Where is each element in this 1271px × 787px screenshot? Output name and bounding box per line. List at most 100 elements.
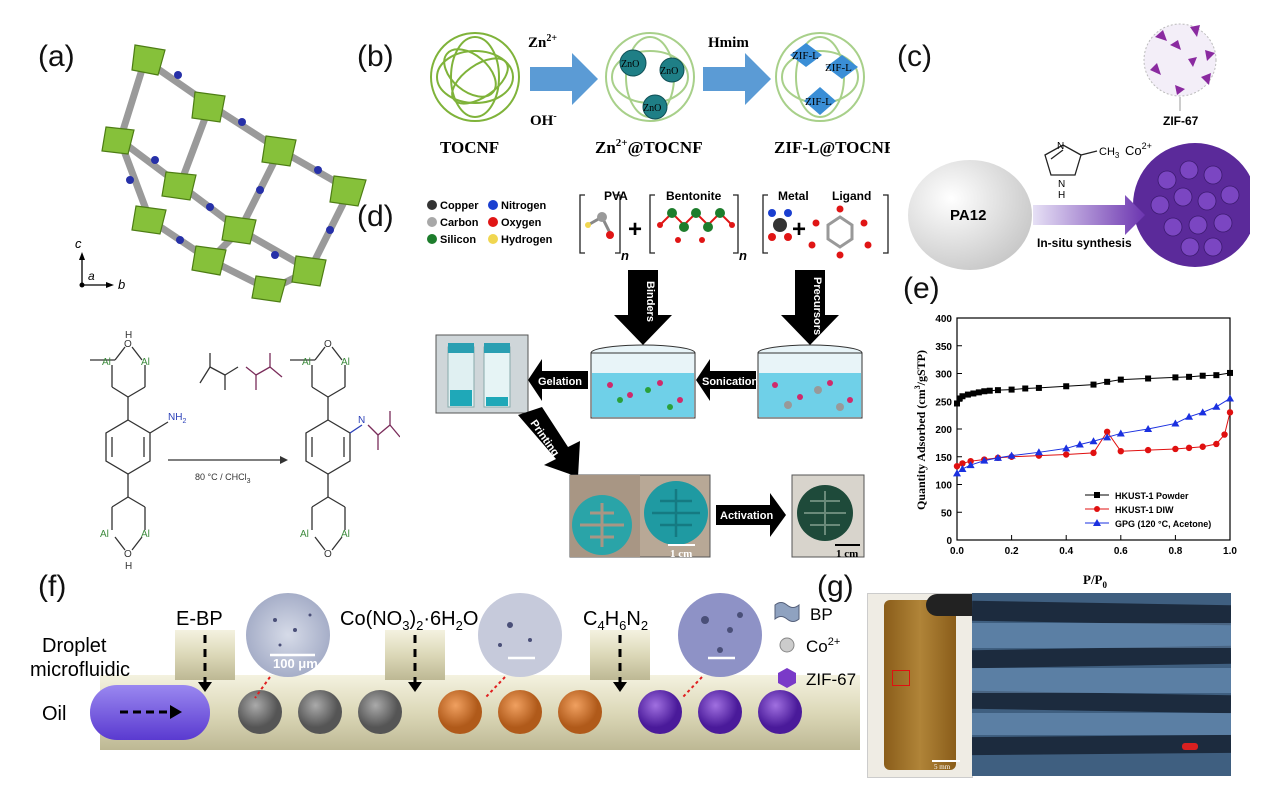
arrow1-bottom-label: OH- (530, 111, 557, 129)
pva-label: PVA (604, 189, 628, 203)
al-label: Al (102, 357, 111, 368)
activation-arrow: Activation (716, 493, 786, 537)
binders-arrow: Binders (614, 270, 672, 345)
o-label: O (124, 549, 132, 560)
printed-scaffold-photo: 5 mm (867, 593, 973, 778)
pva-n-label: n (621, 248, 629, 263)
step-label-zn-tocnf: Zn2+@TOCNF (595, 137, 703, 157)
mof-framework-illustration: c a b (75, 44, 367, 303)
legend-carbon-dot (427, 217, 437, 227)
gel-vials-photo (435, 334, 529, 414)
data-point (1172, 445, 1179, 453)
data-point (1213, 440, 1220, 448)
sonication-arrow: Sonication (696, 359, 759, 401)
y-tick-label: 200 (935, 425, 952, 436)
zn-tocnf-ball: ZnO ZnO ZnO (605, 32, 695, 122)
bentonite-n-label: n (739, 248, 747, 263)
metal-octahedra (101, 44, 367, 303)
al-label: Al (302, 357, 311, 368)
data-point (1213, 372, 1220, 379)
al-label: Al (341, 357, 350, 368)
data-point (1221, 431, 1228, 438)
droplet-microfluidic-scheme: 100 μm E-BP Co(NO3)2·6H2O C4H6N2 Droplet… (30, 593, 860, 750)
al-label: Al (300, 529, 309, 540)
imidazole-h-label: H (1058, 190, 1065, 201)
y-tick-label: 400 (935, 314, 952, 325)
data-point (966, 461, 975, 469)
data-point (1186, 373, 1193, 380)
scale-bar-label: 1 cm (670, 548, 692, 560)
svg-text:Binders: Binders (644, 281, 656, 322)
data-point (1090, 381, 1097, 388)
data-point (1172, 374, 1179, 381)
data-point (953, 469, 961, 477)
data-point (1212, 402, 1221, 410)
data-point (1007, 451, 1016, 459)
y-tick-label: 350 (935, 342, 952, 353)
chart-series (953, 369, 1234, 477)
pva-molecule (585, 212, 614, 239)
label-microfluidic: microfluidic (30, 659, 130, 681)
ligand-molecule (808, 205, 872, 259)
micrograph-scale-label: 100 μm (273, 656, 318, 671)
zif-l-tocnf-ball: ZIF-L ZIF-L ZIF-L (775, 32, 865, 122)
step-label-tocnf: TOCNF (440, 138, 499, 157)
right-linker-structure (290, 346, 400, 551)
y-tick-label: 50 (941, 508, 953, 519)
data-point (1075, 440, 1084, 448)
methyl-label: CH3 (1099, 146, 1120, 160)
plus-sign: + (792, 216, 806, 243)
micrograph-zif67 (678, 593, 762, 677)
legend-label: HKUST-1 DIW (1115, 505, 1174, 515)
plot-frame (956, 317, 1231, 541)
legend-marker (1093, 519, 1101, 526)
printed-lattice-photo: 1 cm (569, 474, 711, 560)
legend-co2: Co2+ (806, 636, 840, 656)
linker-rods (116, 56, 354, 294)
label-imidazole: C4H6N2 (583, 608, 648, 633)
in-situ-label: In-situ synthesis (1037, 236, 1132, 250)
x-tick-label: 0.8 (1168, 546, 1182, 557)
droplets (238, 690, 802, 734)
al-label: Al (100, 529, 109, 540)
data-point (993, 453, 1002, 461)
svg-text:Precursors: Precursors (811, 277, 823, 335)
left-linker-structure (90, 346, 169, 551)
imidazole-n-label: N (1057, 141, 1064, 152)
particle-label-zif-l: ZIF-L (825, 62, 852, 74)
data-point (1104, 378, 1111, 385)
zif67-coated-sphere (1133, 143, 1250, 267)
legend-marker (1094, 492, 1100, 498)
data-point (1227, 369, 1233, 376)
data-point (986, 387, 993, 394)
data-point (958, 464, 967, 472)
data-point (1198, 408, 1207, 416)
legend-silicon-dot (427, 234, 437, 244)
postsynthetic-reaction-scheme: Al Al Al Al O O H H NH2 80 °C / CHCl3 (90, 330, 400, 572)
activated-lattice-photo: 1 cm (791, 474, 865, 560)
binder-beaker (590, 344, 696, 419)
pa12-sphere (908, 160, 1032, 270)
x-tick-label: 1.0 (1223, 546, 1237, 557)
particle-label-zno: ZnO (621, 59, 639, 70)
legend-label: HKUST-1 Powder (1115, 491, 1189, 501)
legend-nitrogen-dot (488, 200, 498, 210)
bentonite-molecule (657, 208, 735, 243)
legend-hydrogen: Hydrogen (501, 234, 553, 246)
amide-n-label: N (358, 415, 365, 426)
data-point (1117, 448, 1124, 455)
panel-label-f: (f) (38, 570, 67, 603)
data-point (953, 462, 961, 470)
data-point (1185, 444, 1193, 452)
data-point (1199, 443, 1206, 450)
particle-label-zif-l: ZIF-L (805, 96, 832, 108)
zif67-cage-structure (1143, 23, 1217, 97)
y-tick-label: 100 (935, 481, 952, 492)
legend-oxygen: Oxygen (501, 217, 542, 229)
legend-carbon: Carbon (440, 217, 479, 229)
particle-label-zif-l: ZIF-L (792, 50, 819, 62)
y-tick-label: 300 (935, 370, 952, 381)
data-point (959, 393, 966, 400)
y-tick-label: 250 (935, 397, 952, 408)
